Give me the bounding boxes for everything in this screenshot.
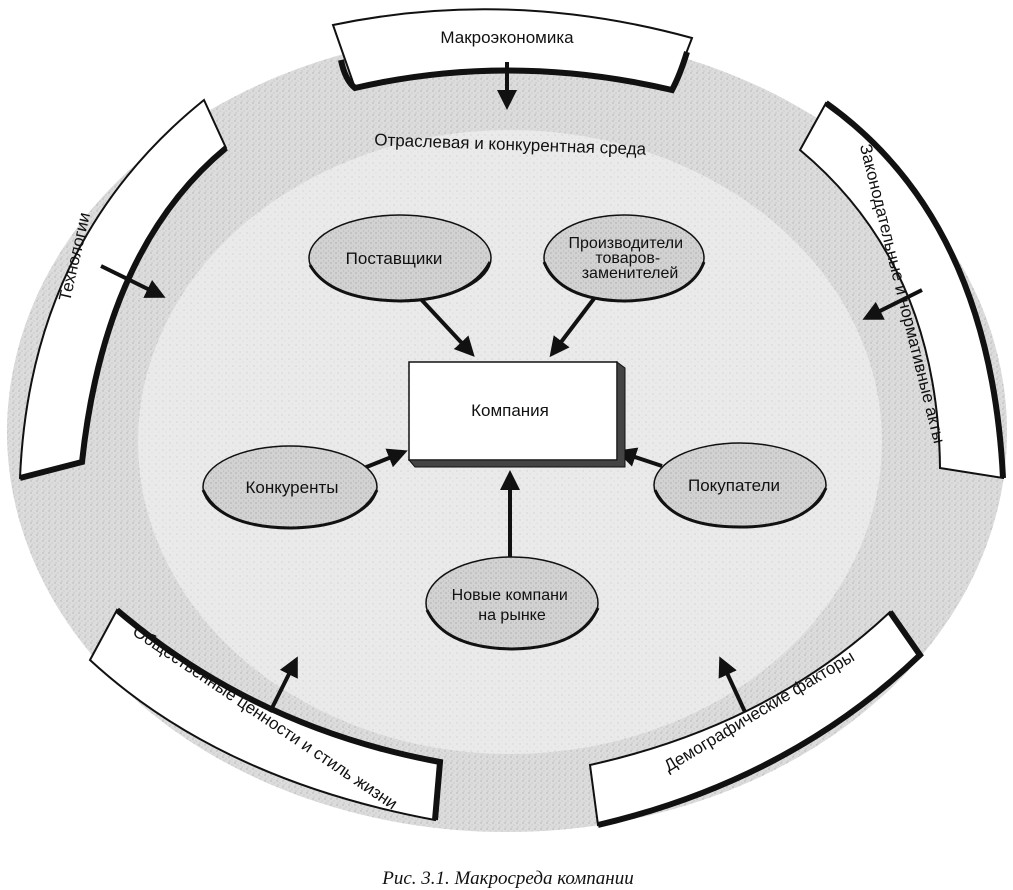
company-box: Компания [407,361,626,468]
arrow-technology [100,264,166,298]
arrow-suppliers [416,294,475,357]
ellipse-substitutes: Производители товаров- заменителей [542,214,706,303]
label-substitutes: Производители товаров- заменителей [569,235,688,282]
arrow-social [268,656,298,713]
label-macroeconomics: Макроэкономика [440,28,574,47]
label-new-entrants: Новые компани на рынке [452,587,573,624]
label-suppliers: Поставщики [346,249,443,268]
arrow-demographic [718,656,747,713]
figure-caption: Рис. 3.1. Макросреда компании [381,868,633,889]
arrow-legislation [862,288,923,320]
band-macroeconomics: Макроэкономика [331,8,694,94]
arrow-competitors [363,448,408,470]
ellipse-buyers: Покупатели [653,442,828,529]
band-technology: Технологии [18,98,228,481]
arrow-substitutes [549,294,598,358]
ellipse-new-entrants: Новые компани на рынке [425,556,600,651]
label-company: Компания [471,401,549,420]
label-competitors: Конкуренты [246,478,339,497]
ellipse-competitors: Конкуренты [201,445,379,530]
label-buyers: Покупатели [688,476,780,495]
arrow-buyers [616,447,663,468]
ellipse-suppliers: Поставщики [308,214,492,303]
